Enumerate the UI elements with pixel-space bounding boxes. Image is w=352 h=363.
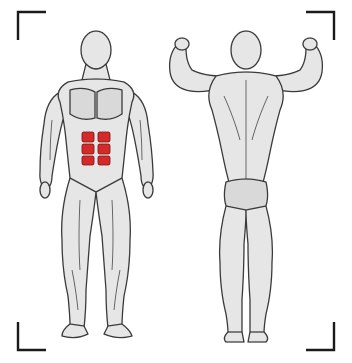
front-head: [81, 31, 111, 69]
front-left-pec: [70, 88, 95, 119]
back-right-foot: [248, 332, 268, 342]
front-right-hand: [143, 182, 153, 198]
back-left-foot: [224, 332, 244, 342]
back-head: [231, 31, 261, 69]
front-right-pec: [97, 88, 122, 119]
back-left-fist: [175, 38, 189, 50]
front-left-hand: [40, 182, 50, 198]
back-right-fist: [303, 38, 317, 50]
